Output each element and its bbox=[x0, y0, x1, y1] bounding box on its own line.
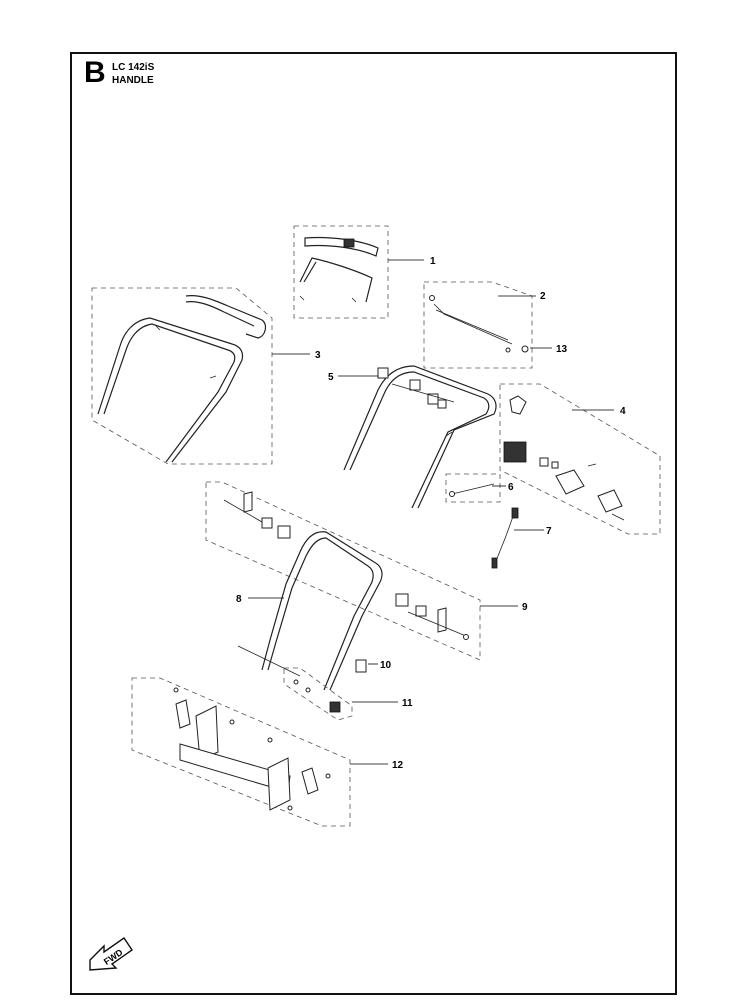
callout-2: 2 bbox=[540, 291, 546, 302]
callout-6: 6 bbox=[508, 482, 514, 493]
part-5-bushing bbox=[377, 367, 455, 409]
callout-12: 12 bbox=[392, 760, 404, 771]
part-13-clip bbox=[521, 345, 529, 353]
part-9-adjustment-kit bbox=[205, 481, 481, 661]
part-6-pin bbox=[445, 473, 501, 503]
callout-8: 8 bbox=[236, 594, 242, 605]
part-8-lower-handle bbox=[237, 531, 383, 691]
part-7-cable bbox=[491, 507, 519, 569]
callout-3: 3 bbox=[315, 350, 321, 361]
callout-9: 9 bbox=[522, 602, 528, 613]
diagram-frame bbox=[70, 52, 677, 995]
section-letter: B bbox=[84, 56, 106, 89]
part-4-control-box bbox=[499, 383, 661, 535]
part-12-handle-bracket bbox=[131, 677, 351, 827]
part-3-upper-handle bbox=[91, 287, 273, 465]
callout-11: 11 bbox=[402, 698, 413, 709]
callout-1: 1 bbox=[430, 256, 436, 267]
callout-4: 4 bbox=[620, 406, 626, 417]
callout-10: 10 bbox=[380, 660, 392, 671]
part-11-fastener-kit bbox=[283, 667, 353, 721]
callout-7: 7 bbox=[546, 526, 552, 537]
callout-5: 5 bbox=[328, 372, 334, 383]
part-1-handle-grip bbox=[293, 225, 389, 319]
fwd-arrow-icon: FWD bbox=[89, 937, 133, 971]
section-title: HANDLE bbox=[112, 75, 154, 86]
part-10-knob bbox=[355, 659, 367, 673]
part-2-control-rod bbox=[423, 281, 533, 369]
model-title: LC 142iS bbox=[112, 62, 155, 73]
upper-handle-assembly bbox=[343, 365, 497, 509]
callout-13: 13 bbox=[556, 344, 568, 355]
